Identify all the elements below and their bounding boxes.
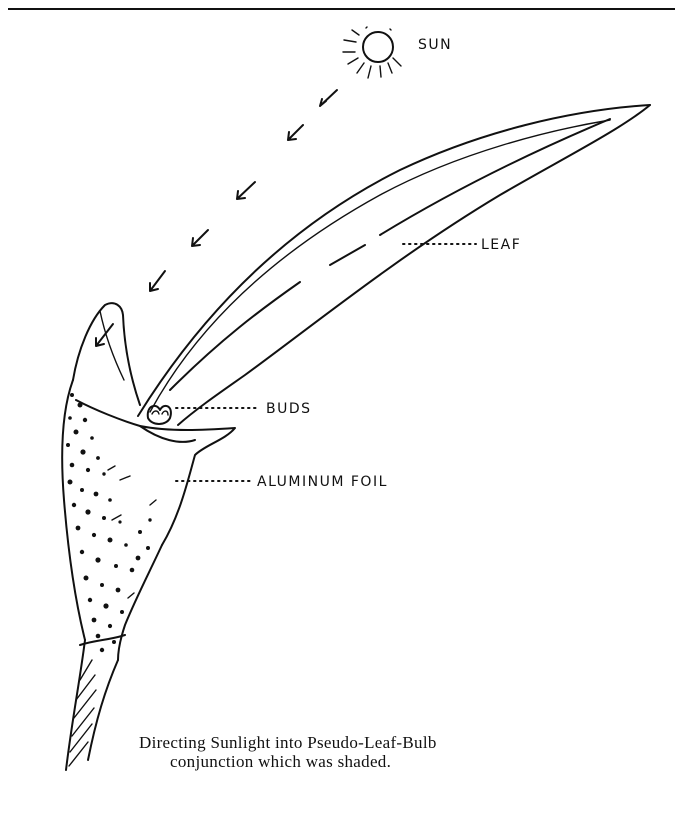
caption-line-1: Directing Sunlight into Pseudo-Leaf-Bulb	[139, 733, 437, 752]
foil-texture-marks	[108, 466, 156, 598]
sun-label: SUN	[418, 37, 452, 53]
leaf-label: LEAF	[481, 237, 521, 253]
buds-label: BUDS	[266, 401, 312, 417]
leaf-drawing	[138, 105, 650, 425]
caption-line-2: conjunction which was shaded.	[170, 752, 391, 771]
pseudobulb-drawing	[62, 303, 235, 770]
sunlight-arrows	[96, 90, 337, 346]
sun-icon	[343, 27, 401, 78]
foil-label: ALUMINUM FOIL	[257, 474, 388, 490]
